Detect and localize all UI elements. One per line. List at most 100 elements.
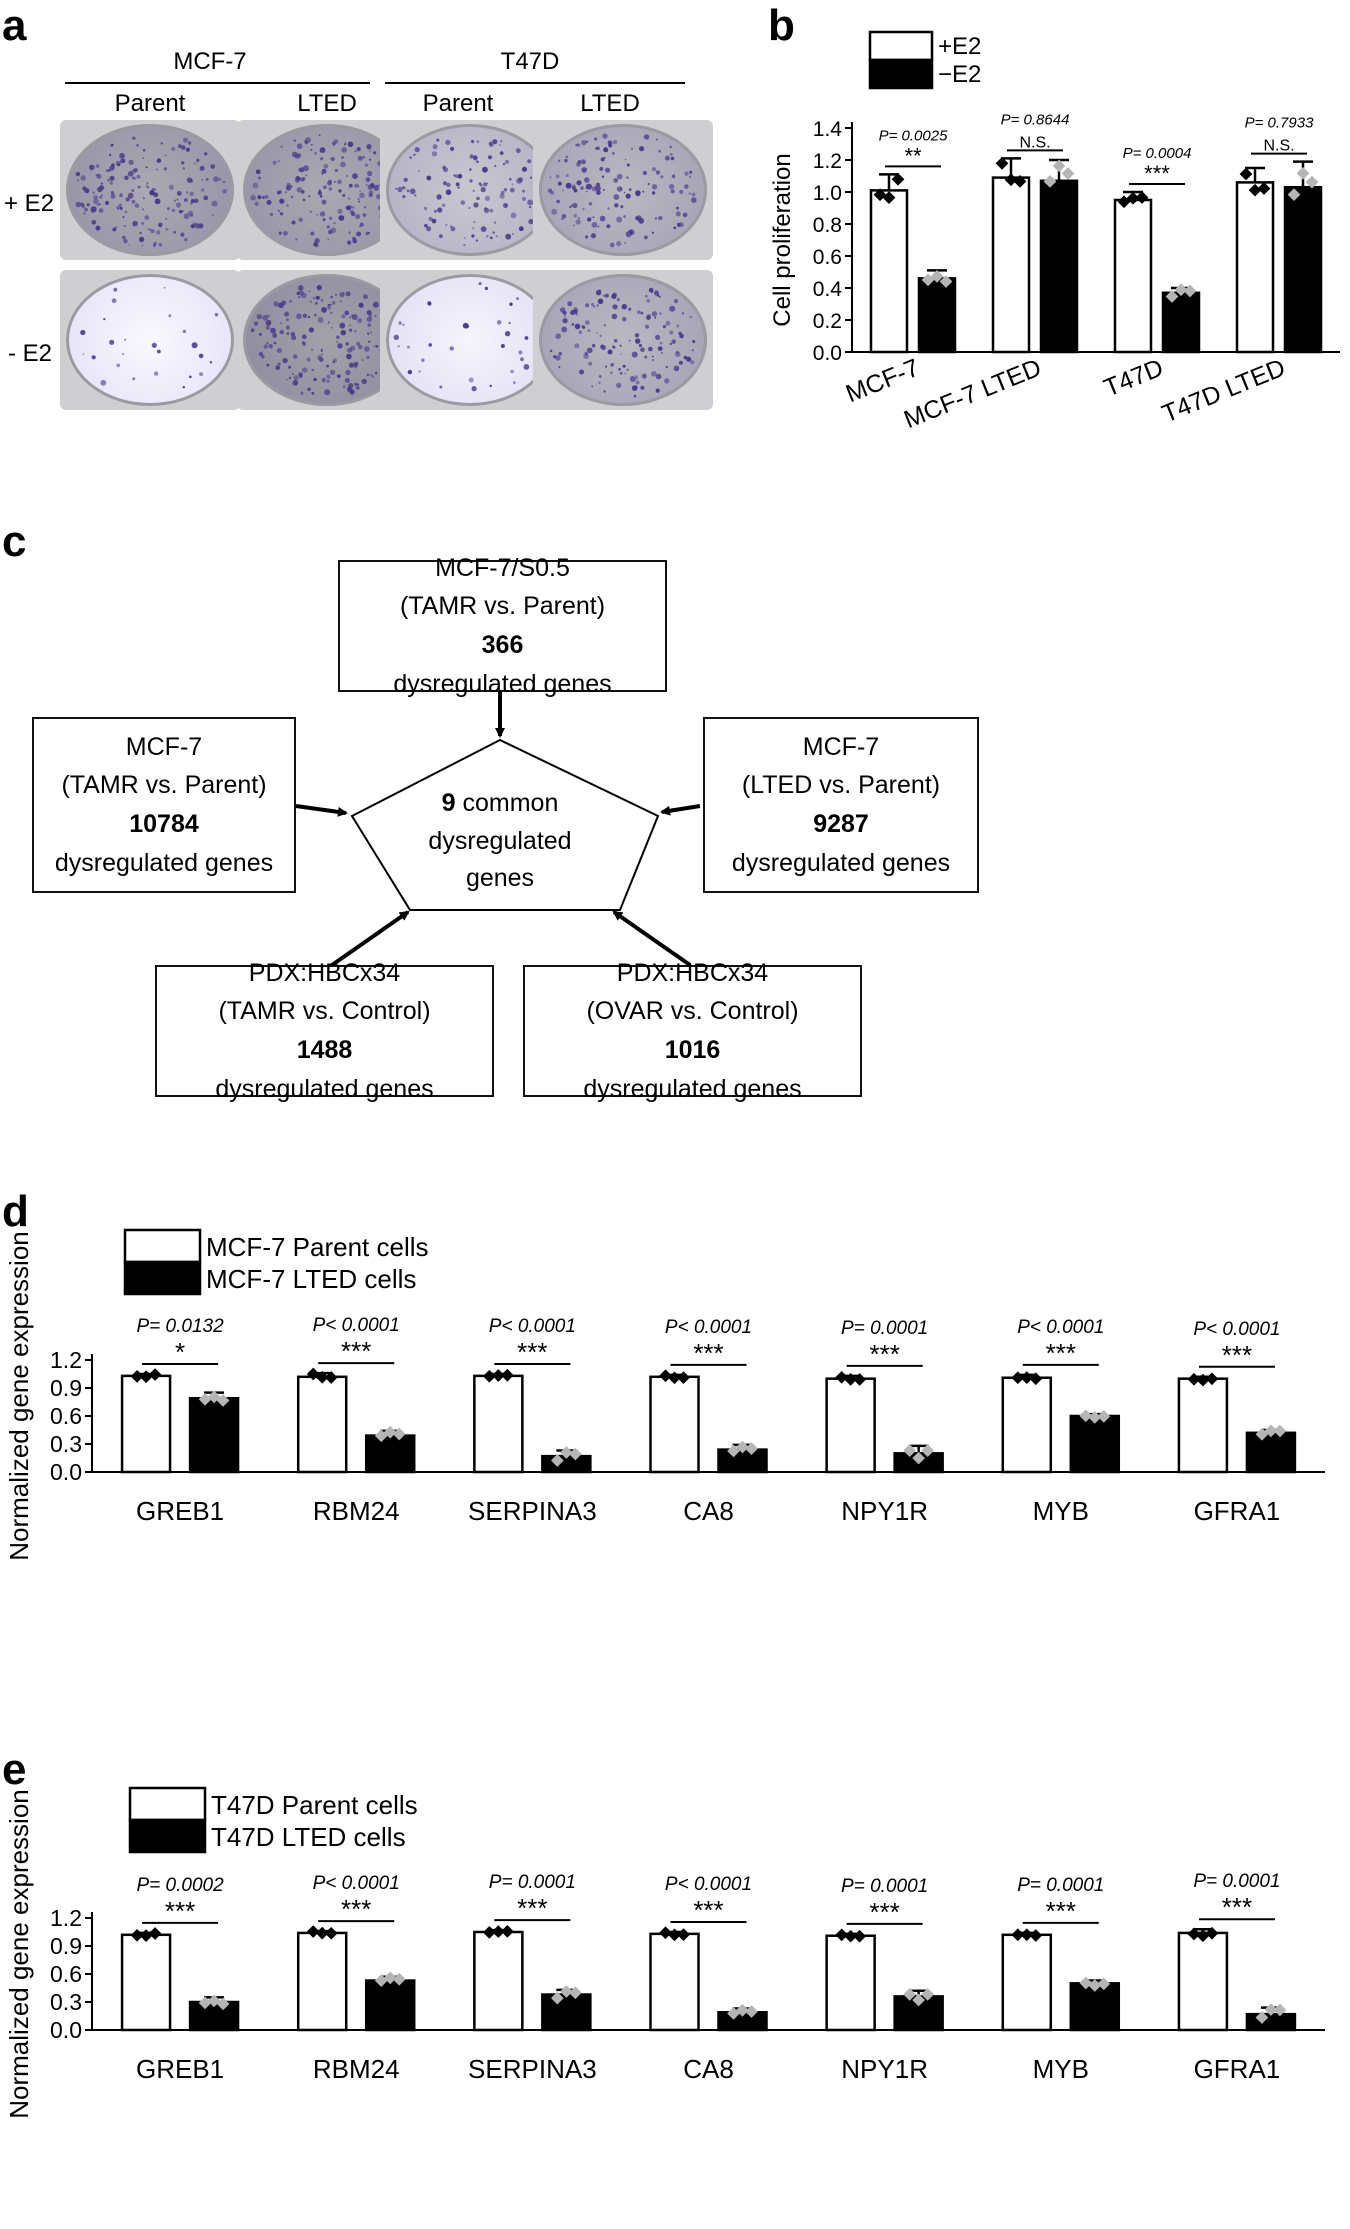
x-tick-label: GREB1 <box>136 1496 224 1526</box>
y-tick-label: 1.0 <box>813 182 842 205</box>
box-left-l2: (TAMR vs. Parent) <box>61 771 267 800</box>
sig-label: *** <box>517 1893 547 1923</box>
col-label-2: LTED <box>297 90 357 117</box>
colony-dots <box>80 286 219 389</box>
replicate-point <box>559 1446 573 1459</box>
dish-plate <box>539 124 707 256</box>
y-tick-label: 0.9 <box>50 1933 82 1959</box>
replicate-point <box>315 1370 329 1384</box>
replicate-point <box>1079 1976 1093 1990</box>
group-mcf7-line <box>65 82 370 84</box>
group-mcf7-label: MCF-7 <box>173 48 247 75</box>
box-top-count: 366 <box>481 631 524 659</box>
x-tick-label: GFRA1 <box>1194 2054 1281 2084</box>
center-count: 9 <box>441 789 456 817</box>
bar <box>296 1375 348 1474</box>
legend-swatch <box>123 1228 202 1264</box>
bar <box>1039 179 1079 354</box>
p-value-label: P= 0.0001 <box>841 1318 928 1339</box>
y-tick-label: 1.2 <box>813 150 842 173</box>
p-value-label: P= 0.0132 <box>136 1316 224 1337</box>
bar <box>364 1434 416 1474</box>
replicate-point <box>921 1987 935 2001</box>
box-bl-l1: PDX:HBCx34 <box>248 958 401 987</box>
legend-label: T47D LTED cells <box>211 1822 406 1852</box>
p-value-label: P= 0.0025 <box>879 127 948 144</box>
replicate-point <box>1052 159 1066 173</box>
replicate-point <box>315 1926 329 1940</box>
p-value-label: P< 0.0001 <box>1017 1317 1104 1338</box>
p-value-label: P< 0.0001 <box>313 1873 400 1894</box>
replicate-point <box>1255 2011 1269 2024</box>
legend-label: MCF-7 LTED cells <box>206 1264 416 1294</box>
box-left-tail: dysregulated genes <box>54 848 274 877</box>
y-tick-label: 1.4 <box>813 118 843 141</box>
bar <box>1245 2012 1297 2032</box>
sig-label: *** <box>1046 1338 1076 1368</box>
arrow-left <box>295 804 348 817</box>
replicate-point <box>392 1427 406 1441</box>
replicate-point <box>745 2005 758 2018</box>
dish-plate <box>66 124 234 256</box>
group-t47d-line <box>385 82 685 84</box>
p-value-label: P< 0.0001 <box>313 1315 400 1336</box>
center-line3: genes <box>465 864 535 892</box>
x-tick-label: MYB <box>1033 1496 1089 1526</box>
dish-plate <box>539 274 707 406</box>
box-bottom-left: PDX:HBCx34 (TAMR vs. Control) 1488 dysre… <box>155 959 494 1103</box>
box-right: MCF-7 (LTED vs. Parent) 9287 dysregulate… <box>703 717 979 893</box>
bar <box>1113 198 1153 354</box>
center-line2: dysregulated <box>428 826 572 855</box>
sig-label: *** <box>341 1336 371 1366</box>
petri-dish-2-4 <box>533 270 713 410</box>
replicate-point <box>550 1991 564 2005</box>
replicate-point <box>482 1926 496 1939</box>
sig-label: * <box>175 1337 185 1367</box>
replicate-point <box>1239 167 1253 181</box>
p-value-label: P= 0.0001 <box>1193 1871 1280 1892</box>
petri-dish-2-1 <box>60 270 240 410</box>
legend-label: T47D Parent cells <box>211 1790 418 1820</box>
p-value-label: P= 0.0001 <box>1017 1875 1104 1896</box>
sig-label: *** <box>517 1337 547 1367</box>
replicate-point <box>659 1369 672 1383</box>
box-br-count: 1016 <box>664 1036 721 1064</box>
panel-d-label: d <box>2 1187 29 1236</box>
arrow-bottom-right <box>612 910 692 967</box>
arrow-right <box>660 804 701 816</box>
box-left-count: 10784 <box>129 810 199 838</box>
petri-dish-1-3 <box>380 120 560 260</box>
p-value-label: P= 0.7933 <box>1245 115 1314 132</box>
petri-dish-1-1 <box>60 120 240 260</box>
sig-label: *** <box>693 1338 723 1368</box>
p-value-label: P< 0.0001 <box>665 1874 752 1895</box>
y-tick-label: 0.0 <box>50 1459 82 1485</box>
sig-label: *** <box>1046 1896 1076 1926</box>
x-tick-label: T47D <box>1100 354 1167 403</box>
col-label-3: Parent <box>422 90 494 117</box>
sig-label: *** <box>869 1339 899 1369</box>
center-text: 9 common dysregulated genes <box>400 785 600 898</box>
bar <box>1283 185 1323 354</box>
replicate-point <box>1020 1928 1034 1942</box>
y-tick-label: 0.6 <box>50 1961 82 1987</box>
legend-label: +E2 <box>938 33 981 60</box>
replicate-point <box>1011 1371 1025 1385</box>
row-label-plus-e2: + E2 <box>4 190 55 217</box>
petri-dish-1-4 <box>533 120 713 260</box>
bar <box>649 1375 700 1474</box>
x-tick-label: MCF-7 LTED <box>900 354 1045 434</box>
replicate-point <box>835 1370 849 1384</box>
replicate-point <box>677 1371 690 1384</box>
legend-label: −E2 <box>938 61 981 88</box>
arrow-bottom-left <box>330 910 410 967</box>
box-top: MCF-7/S0.5 (TAMR vs. Parent) 366 dysregu… <box>338 554 667 698</box>
x-tick-label: T47D LTED <box>1158 354 1289 429</box>
replicate-point <box>1061 167 1075 180</box>
y-tick-label: 1.2 <box>50 1905 82 1931</box>
p-value-label: P< 0.0001 <box>1193 1319 1280 1340</box>
bar <box>1177 1931 1229 2032</box>
x-tick-label: MCF-7 <box>842 354 923 409</box>
